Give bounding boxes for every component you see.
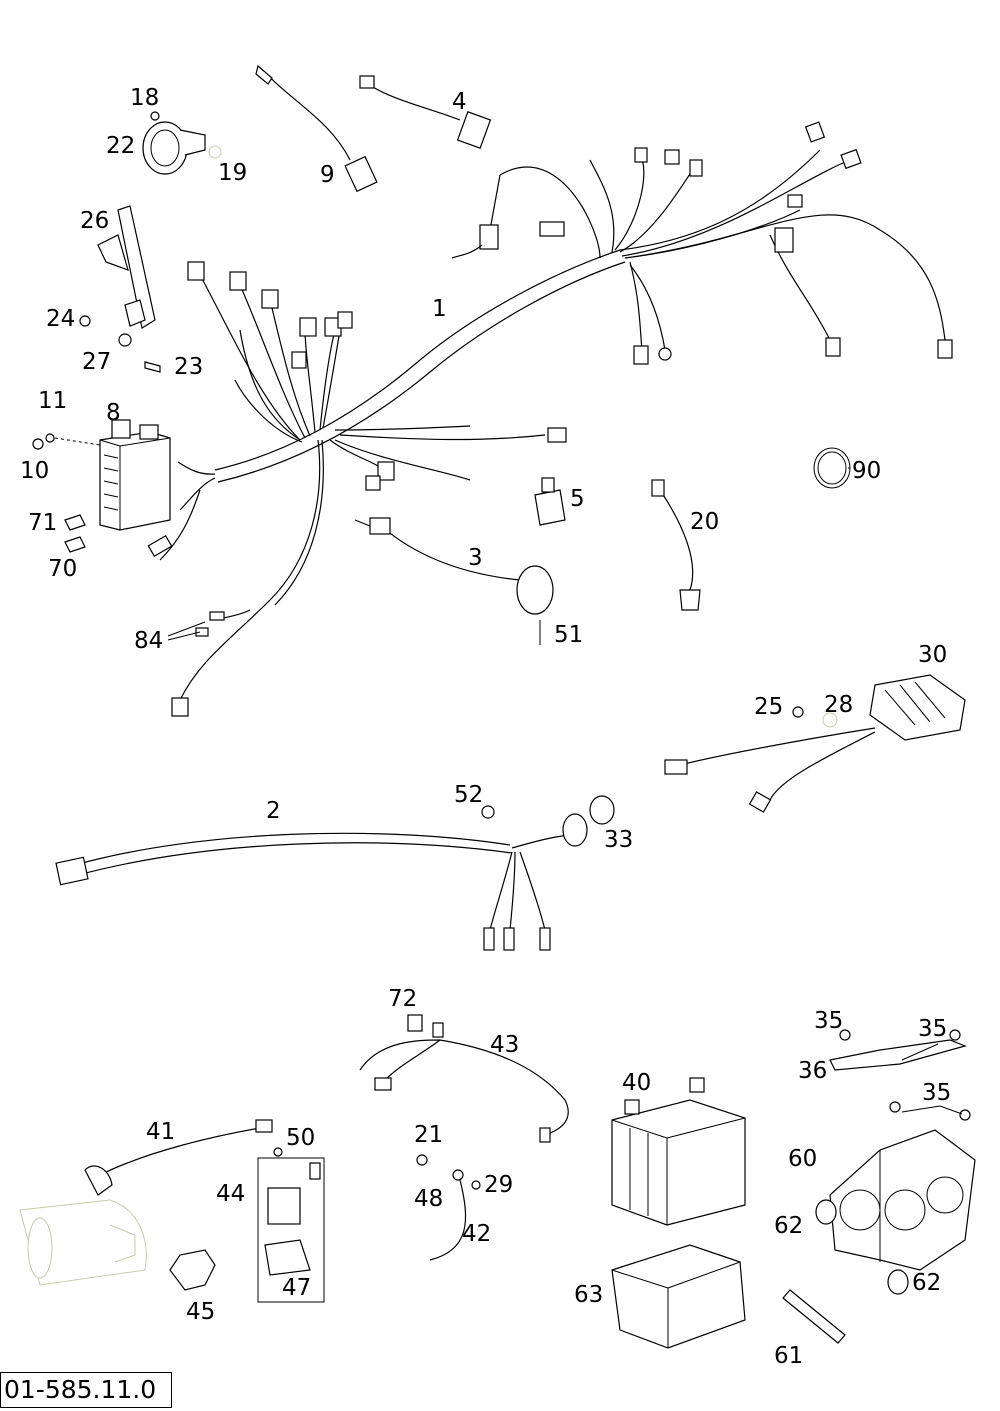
rear-wiring-harness-2	[55, 795, 615, 951]
part-label-72: 72	[388, 986, 417, 1012]
part-label-22: 22	[106, 133, 135, 159]
part-label-47: 47	[282, 1275, 311, 1301]
part-label-62-lower: 62	[912, 1270, 941, 1296]
part-label-40: 40	[622, 1070, 651, 1096]
part-label-27: 27	[82, 349, 111, 375]
leader-lines	[167, 467, 963, 1115]
diagram-reference-number: 01-585.11.0	[0, 1372, 172, 1408]
part-label-48: 48	[414, 1186, 443, 1212]
starter-relay-group-44-47	[257, 1147, 325, 1303]
part-label-43: 43	[490, 1032, 519, 1058]
part-label-33: 33	[604, 827, 633, 853]
fuse-clips-70-71	[64, 514, 86, 553]
part-label-41: 41	[146, 1119, 175, 1145]
strap-61	[782, 1289, 846, 1344]
ground-cable-42	[416, 1154, 481, 1261]
part-label-3: 3	[468, 545, 483, 571]
part-label-10: 10	[20, 458, 49, 484]
part-label-35-lower: 35	[922, 1080, 951, 1106]
part-label-63: 63	[574, 1282, 603, 1308]
part-label-21: 21	[414, 1122, 443, 1148]
battery-40	[611, 1077, 746, 1226]
fuse-box	[99, 419, 171, 531]
part-label-18: 18	[130, 85, 159, 111]
part-label-19: 19	[218, 160, 247, 186]
part-label-24: 24	[46, 306, 75, 332]
battery-cable-43	[359, 1014, 569, 1143]
part-label-70: 70	[48, 556, 77, 582]
part-label-1: 1	[432, 296, 447, 322]
bracket-45	[169, 1249, 216, 1291]
battery-box-63	[611, 1244, 746, 1349]
part-label-11: 11	[38, 388, 67, 414]
part-label-51: 51	[554, 622, 583, 648]
part-label-35-left: 35	[814, 1008, 843, 1034]
rubber-buffers-62	[815, 1199, 909, 1295]
part-label-50: 50	[286, 1125, 315, 1151]
part-label-4: 4	[452, 89, 467, 115]
part-label-26: 26	[80, 208, 109, 234]
part-label-62-upper: 62	[774, 1213, 803, 1239]
bracket-26	[79, 205, 161, 373]
sensor-cable-9	[255, 64, 378, 193]
part-label-9: 9	[320, 162, 335, 188]
part-label-5: 5	[570, 486, 585, 512]
part-label-45: 45	[186, 1299, 215, 1325]
part-label-20: 20	[690, 509, 719, 535]
part-label-28: 28	[824, 692, 853, 718]
part-label-29: 29	[484, 1172, 513, 1198]
sensor-20	[651, 479, 701, 611]
regulator-rectifier-30	[664, 674, 966, 813]
part-label-35-right: 35	[918, 1016, 947, 1042]
part-label-2: 2	[266, 798, 281, 824]
battery-holder-60	[829, 1129, 976, 1271]
part-label-52: 52	[454, 782, 483, 808]
part-number-labels: 1 2 3 4 5 8 9 10 11 18 19 20 21 22 23 24…	[20, 85, 951, 1369]
part-label-60: 60	[788, 1146, 817, 1172]
part-label-25: 25	[754, 694, 783, 720]
starter-motor	[19, 1199, 147, 1286]
main-wiring-harness	[147, 121, 953, 717]
part-label-42: 42	[462, 1221, 491, 1247]
part-label-36: 36	[798, 1058, 827, 1084]
part-label-84: 84	[134, 628, 163, 654]
part-label-30: 30	[918, 642, 947, 668]
relay-cable-3	[354, 517, 554, 645]
part-label-61: 61	[774, 1343, 803, 1369]
part-label-23: 23	[174, 354, 203, 380]
part-label-44: 44	[216, 1181, 245, 1207]
part-label-71: 71	[28, 510, 57, 536]
part-label-90: 90	[852, 458, 881, 484]
cable-tie-90	[813, 447, 851, 489]
bracket-36	[829, 1029, 971, 1121]
starter-cable-41	[84, 1119, 273, 1196]
part-label-8: 8	[106, 400, 121, 426]
horn-22	[142, 111, 222, 175]
cable-4	[359, 75, 492, 149]
screw-and-washer-10-11	[32, 433, 101, 450]
switch-5	[534, 477, 566, 526]
